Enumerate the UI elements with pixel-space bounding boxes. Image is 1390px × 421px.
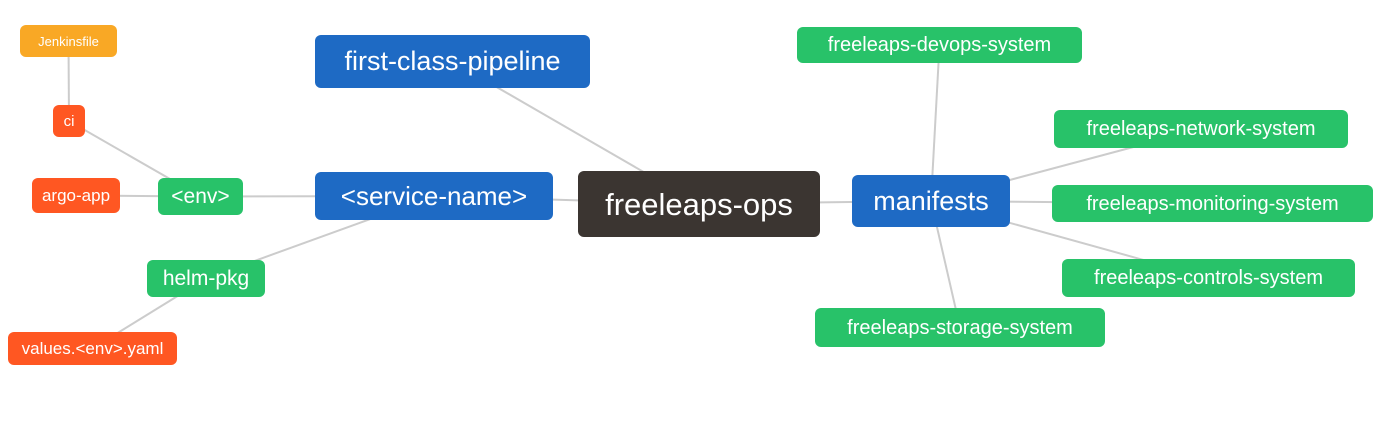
node-argo-app[interactable]: argo-app bbox=[32, 178, 120, 213]
node-helm-pkg[interactable]: helm-pkg bbox=[147, 260, 265, 297]
node-values-env-yaml[interactable]: values.<env>.yaml bbox=[8, 332, 177, 365]
node-freeleaps-ops[interactable]: freeleaps-ops bbox=[578, 171, 820, 237]
node-storage-system[interactable]: freeleaps-storage-system bbox=[815, 308, 1105, 347]
node-ci[interactable]: ci bbox=[53, 105, 85, 137]
node-network-system[interactable]: freeleaps-network-system bbox=[1054, 110, 1348, 148]
node-controls-system[interactable]: freeleaps-controls-system bbox=[1062, 259, 1355, 297]
node-first-class-pipeline[interactable]: first-class-pipeline bbox=[315, 35, 590, 88]
node-manifests[interactable]: manifests bbox=[852, 175, 1010, 227]
node-service-name[interactable]: <service-name> bbox=[315, 172, 553, 220]
node-devops-system[interactable]: freeleaps-devops-system bbox=[797, 27, 1082, 63]
node-jenkinsfile[interactable]: Jenkinsfile bbox=[20, 25, 117, 57]
node-env[interactable]: <env> bbox=[158, 178, 243, 215]
node-monitoring-system[interactable]: freeleaps-monitoring-system bbox=[1052, 185, 1373, 222]
